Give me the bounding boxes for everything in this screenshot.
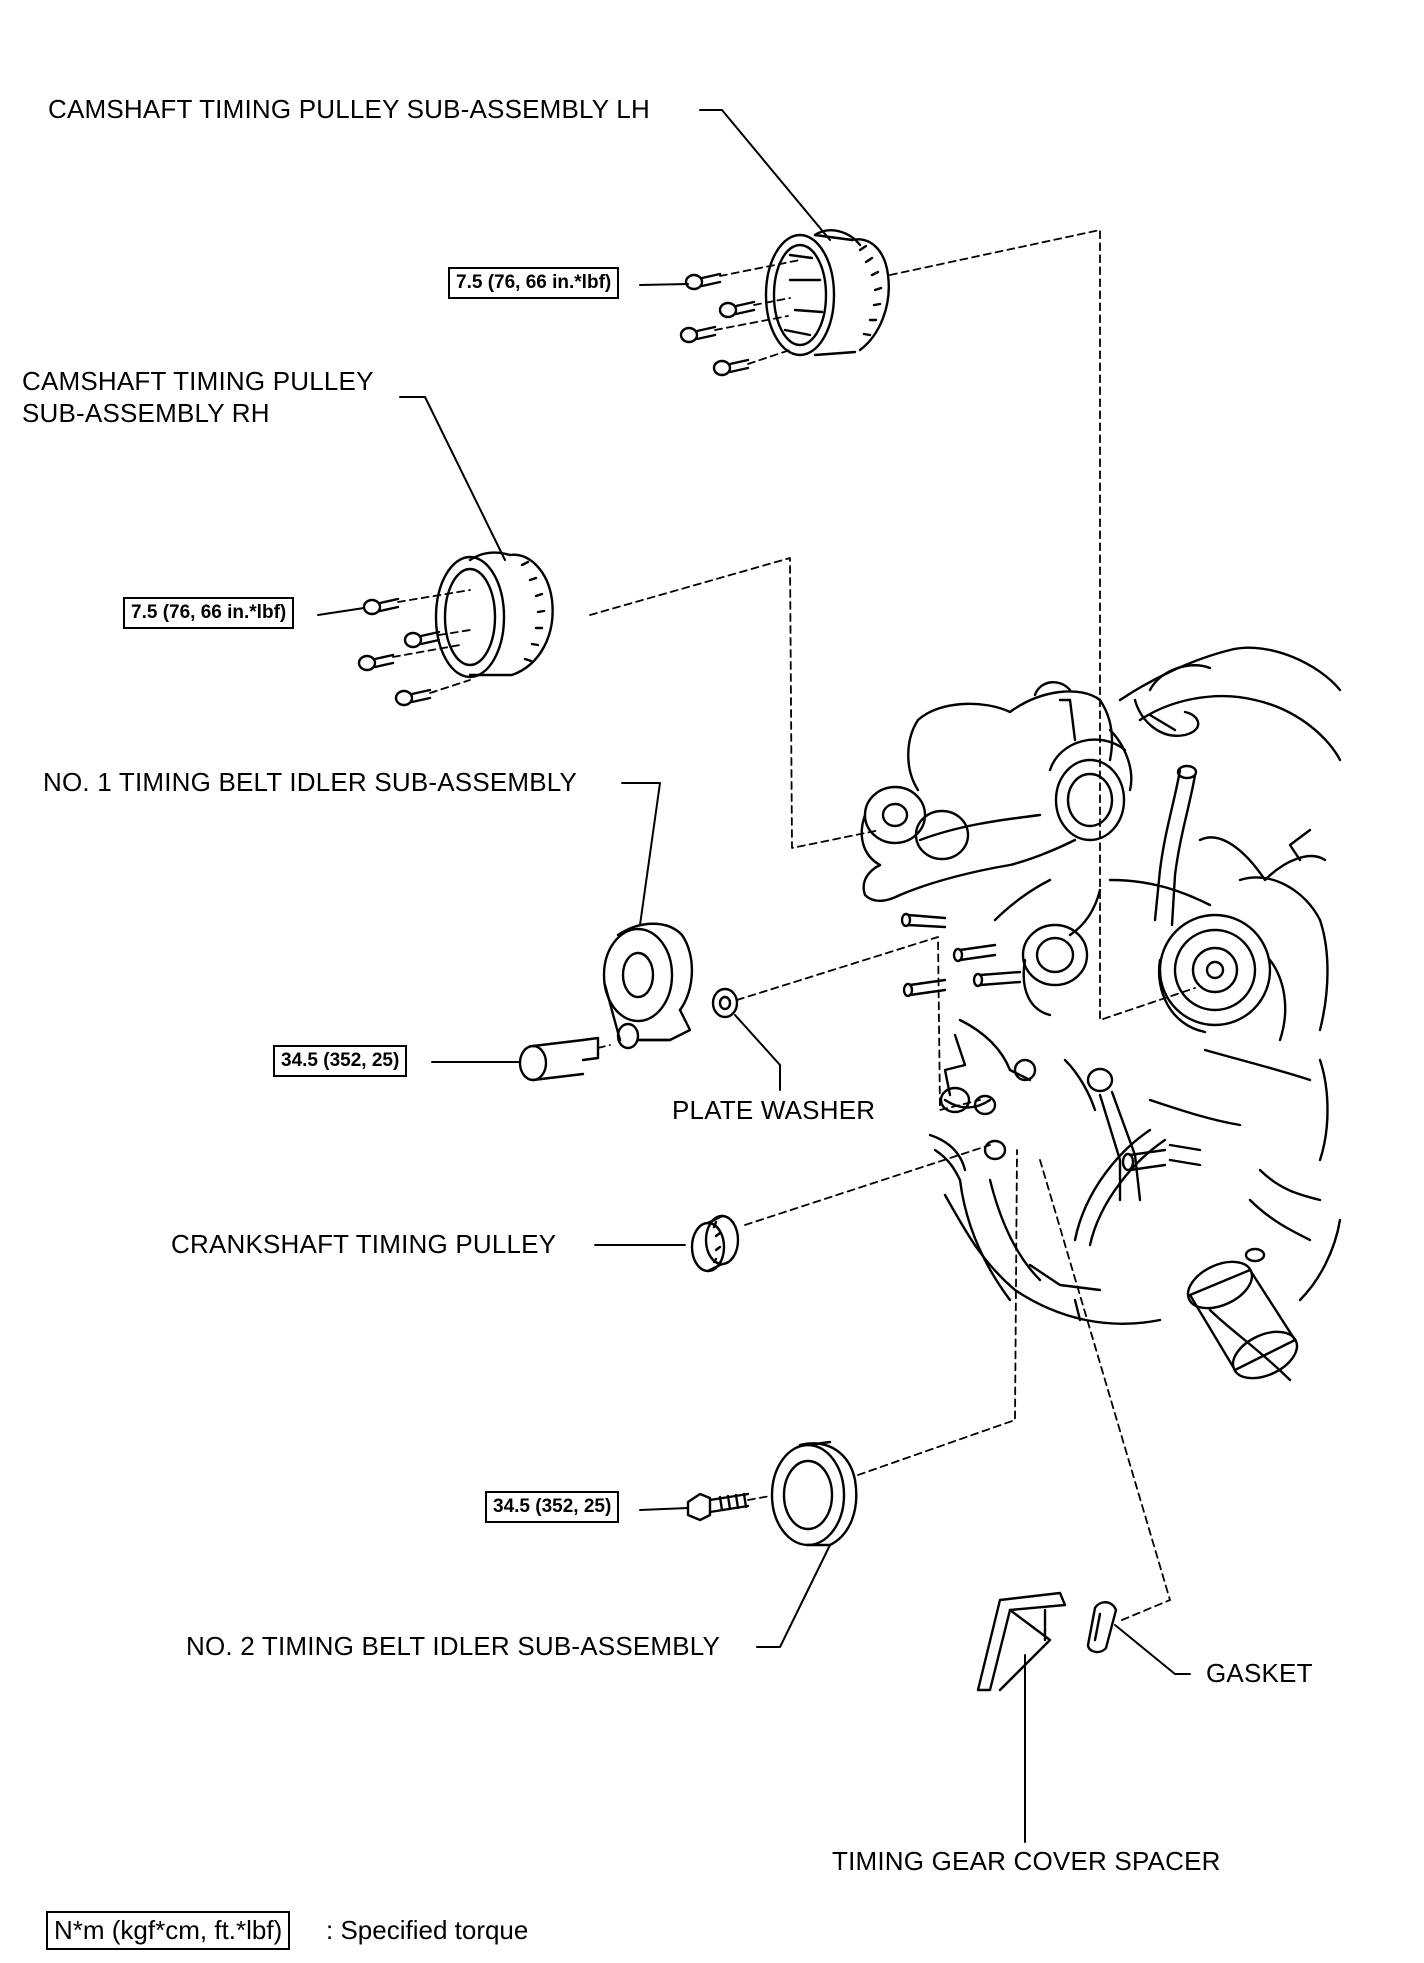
camshaft-rh-bolts	[357, 597, 441, 707]
label-camshaft-pulley-lh: CAMSHAFT TIMING PULLEY SUB-ASSEMBLY LH	[48, 94, 650, 124]
label-no1-idler: NO. 1 TIMING BELT IDLER SUB-ASSEMBLY	[43, 767, 578, 797]
spacer-drawing	[976, 1591, 1067, 1692]
leader-lines	[317, 109, 1191, 1843]
torque-box-idler2: 34.5 (352, 25)	[485, 1491, 620, 1523]
label-camshaft-pulley-rh-line2: SUB-ASSEMBLY RH	[22, 398, 270, 428]
legend-torque-unit-box: N*m (kgf*cm, ft.*lbf)	[46, 1911, 291, 1950]
camshaft-lh-bolts	[679, 272, 756, 377]
camshaft-pulley-rh-drawing	[434, 551, 554, 679]
label-no2-idler: NO. 2 TIMING BELT IDLER SUB-ASSEMBLY	[186, 1631, 721, 1661]
torque-box-idler1: 34.5 (352, 25)	[273, 1045, 408, 1077]
legend-specified-torque-text: : Specified torque	[326, 1915, 529, 1945]
label-plate-washer: PLATE WASHER	[672, 1095, 876, 1125]
torque-box-cam-rh: 7.5 (76, 66 in.*lbf)	[123, 597, 295, 629]
label-timing-gear-cover-spacer: TIMING GEAR COVER SPACER	[832, 1846, 1221, 1876]
label-camshaft-pulley-rh-line1: CAMSHAFT TIMING PULLEY	[22, 366, 374, 396]
gasket-drawing	[1086, 1601, 1118, 1654]
label-gasket: GASKET	[1206, 1658, 1313, 1688]
label-crankshaft-pulley: CRANKSHAFT TIMING PULLEY	[171, 1229, 557, 1259]
idler2-drawing	[686, 1440, 858, 1547]
alignment-lines	[392, 229, 1196, 1621]
idler1-drawing	[518, 922, 739, 1082]
torque-box-cam-lh: 7.5 (76, 66 in.*lbf)	[448, 267, 620, 299]
engine-block	[860, 646, 1342, 1382]
camshaft-pulley-lh-drawing	[764, 229, 890, 357]
crank-pulley-drawing	[690, 1214, 740, 1273]
